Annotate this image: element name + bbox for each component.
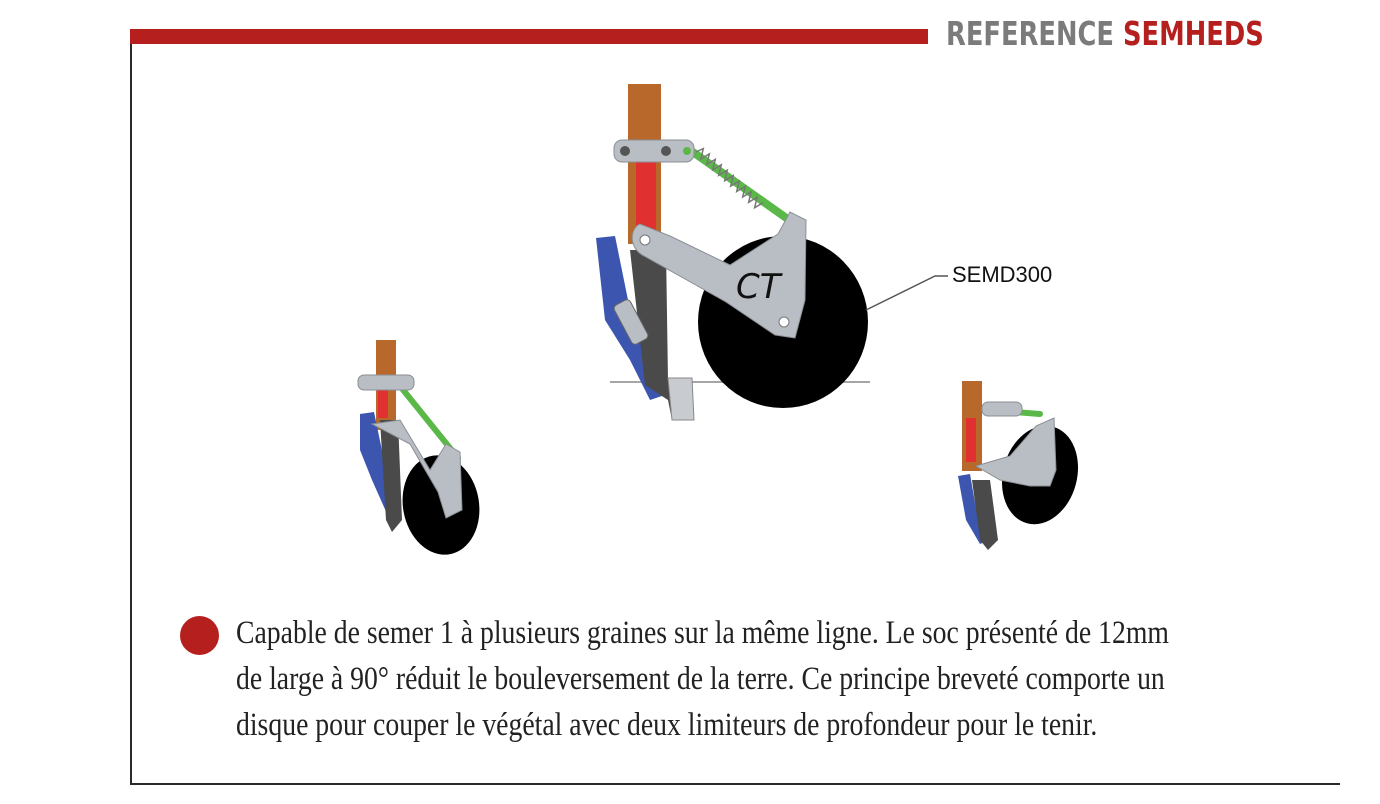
description-line-1: Capable de semer 1 à plusieurs graines s… xyxy=(236,615,1169,651)
disc-mark: CT xyxy=(736,267,783,307)
main-slotted-bracket xyxy=(613,299,649,345)
part-label: SEMD300 xyxy=(952,262,1053,287)
left-arm-plate xyxy=(370,419,463,519)
description-line-2: de large à 90° réduit le bouleversement … xyxy=(236,661,1165,697)
main-coulter-blade xyxy=(630,250,692,420)
right-arm-plate xyxy=(974,417,1057,487)
left-top-bracket xyxy=(357,374,415,391)
callout-leader xyxy=(865,275,948,311)
main-seeder-unit: CT xyxy=(596,84,948,421)
frame-bottom-rule xyxy=(130,783,1340,785)
right-seeder-unit xyxy=(958,381,1079,550)
main-top-bracket xyxy=(613,139,695,163)
right-shank-red-insert xyxy=(966,418,976,462)
left-seeder-unit xyxy=(357,340,480,555)
main-depth-bracket xyxy=(667,377,695,421)
header-red-bar xyxy=(130,29,928,44)
description-line-3: disque pour couper le végétal avec deux … xyxy=(236,707,1098,743)
reference-title: REFERENCE SEMHEDS xyxy=(946,14,1264,54)
right-blue-skid xyxy=(958,474,990,544)
main-spring xyxy=(686,146,796,226)
right-coulter-blade xyxy=(972,480,998,550)
frame-left-rule xyxy=(130,30,132,785)
left-coulter-blade xyxy=(380,420,402,532)
bullet-dot xyxy=(180,616,219,655)
main-arm-plate xyxy=(631,211,807,339)
reference-title-name: SEMHEDS xyxy=(1122,14,1264,53)
main-shank-red-insert xyxy=(636,160,656,235)
right-top-bracket xyxy=(981,401,1023,417)
description-paragraph: Capable de semer 1 à plusieurs graines s… xyxy=(236,610,1244,748)
left-shank-red-insert xyxy=(378,378,388,418)
reference-title-prefix: REFERENCE xyxy=(946,14,1114,53)
